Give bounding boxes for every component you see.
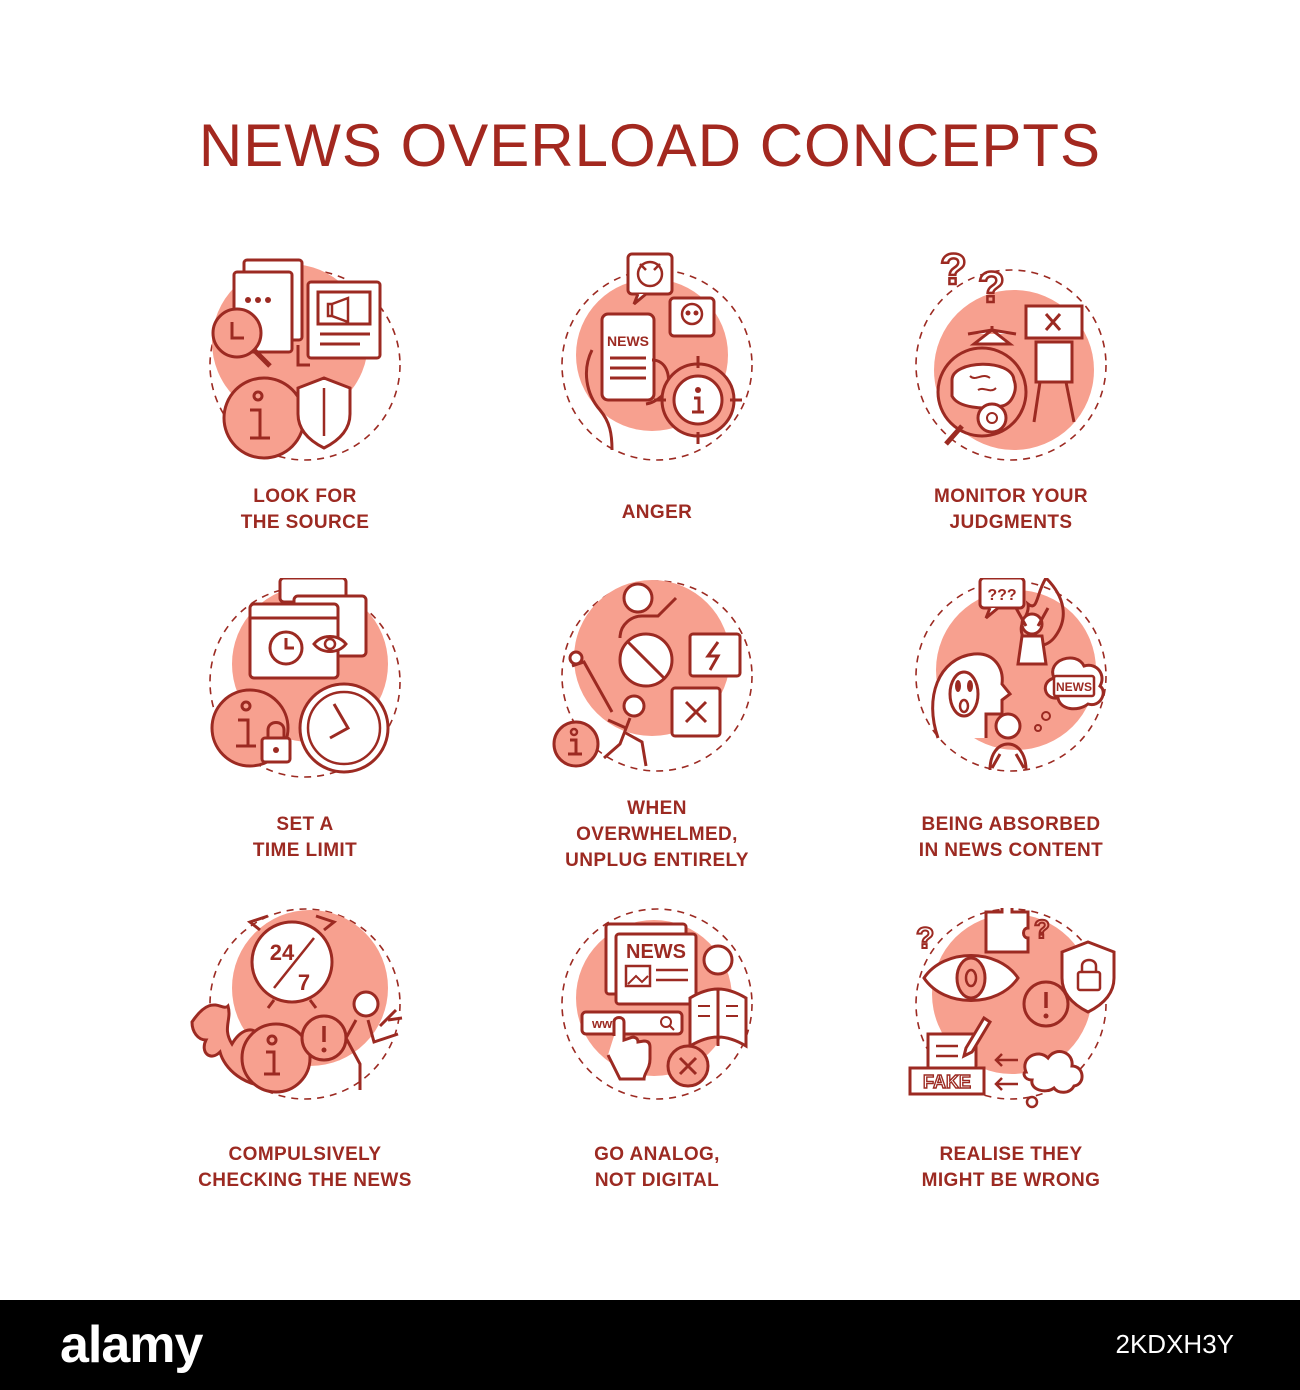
concept-card-judgments: ? ? MONITOR YOUR JUDGMENTS	[846, 250, 1176, 580]
brand-logo: alamy	[60, 1316, 203, 1374]
concept-card-compulsive: 24 7 COMPULSIVELY CHECKING THE NEWS	[140, 908, 470, 1238]
watermark-bar: alamy 2KDXH3Y	[0, 1300, 1300, 1390]
label-line: MONITOR YOUR	[934, 486, 1088, 507]
source-icon	[209, 258, 401, 461]
question-mark-2: ?	[978, 263, 1005, 312]
label-line: NOT DIGITAL	[594, 1170, 720, 1191]
label-line: CHECKING THE NEWS	[198, 1170, 412, 1191]
label-line: SET A	[276, 814, 334, 835]
label-line: ANGER	[621, 502, 693, 523]
concept-label: LOOK FOR THE SOURCE	[140, 484, 470, 536]
label-line: OVERWHELMED,	[576, 824, 738, 845]
concept-label: SET A TIME LIMIT	[140, 812, 470, 864]
concept-card-absorbed: ??? NEWS BEING ABSORBED IN NEWS CONTENT	[846, 578, 1176, 908]
label-line: TIME LIMIT	[252, 840, 358, 861]
clock-7-text: 7	[298, 970, 310, 995]
label-line: REALISE THEY	[939, 1144, 1083, 1165]
concept-label: GO ANALOG, NOT DIGITAL	[492, 1142, 822, 1194]
unplug-icon	[552, 580, 753, 772]
concept-label: MONITOR YOUR JUDGMENTS	[846, 484, 1176, 536]
label-line: JUDGMENTS	[949, 512, 1073, 533]
concept-card-time-limit: SET A TIME LIMIT	[140, 578, 470, 908]
question-mark-1: ?	[916, 922, 934, 955]
analog-icon: NEWS www.	[561, 908, 753, 1100]
compulsive-icon: 24 7	[190, 908, 403, 1100]
question-bubble-text: ???	[987, 587, 1016, 604]
paper-news-text: NEWS	[626, 941, 686, 963]
concept-card-source: LOOK FOR THE SOURCE	[140, 250, 470, 580]
concept-label: ANGER	[492, 500, 822, 526]
label-line: UNPLUG ENTIRELY	[565, 850, 749, 871]
question-mark-1: ?	[940, 250, 967, 294]
judgment-icon: ? ?	[915, 250, 1107, 461]
concept-label: REALISE THEY MIGHT BE WRONG	[846, 1142, 1176, 1194]
label-line: COMPULSIVELY	[228, 1144, 382, 1165]
concept-label: WHEN OVERWHELMED, UNPLUG ENTIRELY	[492, 796, 822, 874]
question-mark-2: ?	[1034, 914, 1050, 944]
fake-text: FAKE	[923, 1072, 971, 1092]
page-title: NEWS OVERLOAD CONCEPTS	[198, 112, 1102, 179]
label-line: THE SOURCE	[240, 512, 370, 533]
absorbed-icon: ??? NEWS	[915, 578, 1107, 772]
concept-label: COMPULSIVELY CHECKING THE NEWS	[140, 1142, 470, 1194]
concept-grid: LOOK FOR THE SOURCE NEWS	[140, 250, 1176, 1238]
wrong-icon: ? ? FAKE	[908, 908, 1116, 1109]
image-id: 2KDXH3Y	[1115, 1329, 1235, 1359]
label-line: BEING ABSORBED	[921, 814, 1101, 835]
anger-icon: NEWS	[561, 252, 753, 461]
clock-24-text: 24	[270, 940, 295, 965]
concept-card-wrong: ? ? FAKE	[846, 908, 1176, 1238]
bubble-news-text: NEWS	[1056, 680, 1092, 694]
concept-card-anger: NEWS ANGER	[492, 250, 822, 580]
concept-card-analog: NEWS www. GO ANALOG, NOT DIGITAL	[492, 908, 822, 1238]
label-line: WHEN	[627, 798, 687, 819]
concept-label: BEING ABSORBED IN NEWS CONTENT	[846, 812, 1176, 864]
page: NEWS OVERLOAD CONCEPTS	[140, 112, 1176, 1238]
phone-news-text: NEWS	[607, 333, 649, 349]
label-line: LOOK FOR	[253, 486, 357, 507]
concept-card-unplug: WHEN OVERWHELMED, UNPLUG ENTIRELY	[492, 578, 822, 908]
label-line: GO ANALOG,	[594, 1144, 720, 1165]
label-line: MIGHT BE WRONG	[921, 1170, 1101, 1191]
label-line: IN NEWS CONTENT	[918, 840, 1104, 861]
time-limit-icon	[209, 578, 401, 778]
